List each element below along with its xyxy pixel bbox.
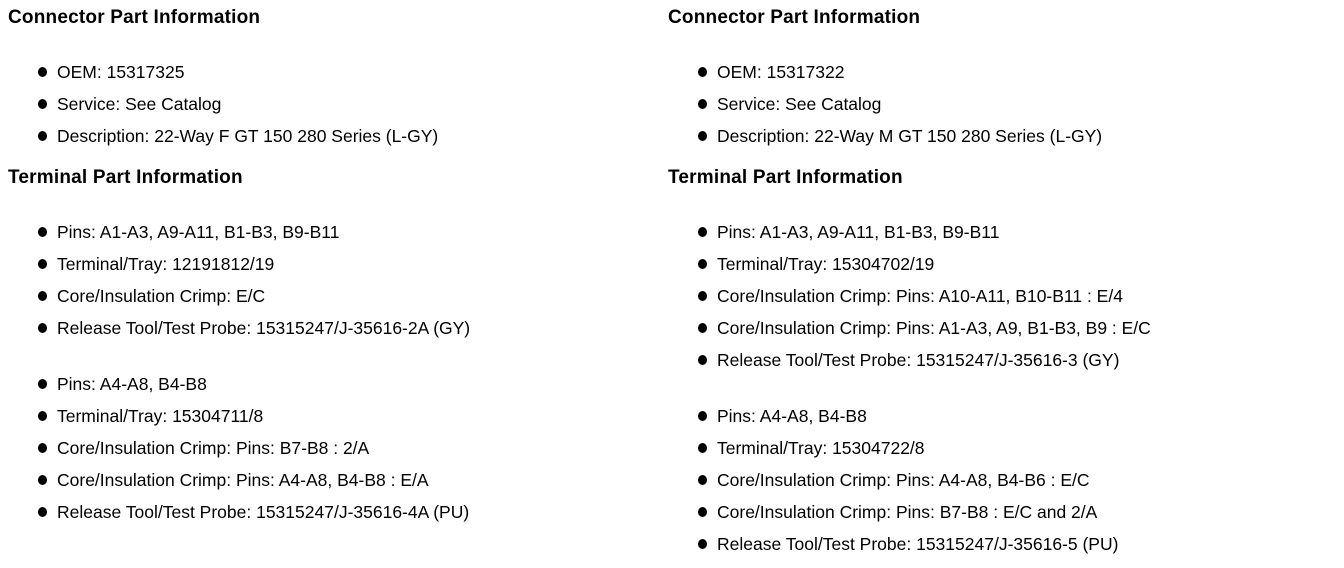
list-item: Service: See Catalog <box>668 88 1328 120</box>
column-left: Connector Part Information OEM: 15317325… <box>8 6 668 568</box>
list-item-text: Core/Insulation Crimp: Pins: A10-A11, B1… <box>717 286 1123 306</box>
bullet-icon <box>38 379 47 389</box>
list-item-text: Core/Insulation Crimp: Pins: A4-A8, B4-B… <box>717 470 1090 490</box>
list-item: OEM: 15317322 <box>668 56 1328 88</box>
list-item: Description: 22-Way M GT 150 280 Series … <box>668 120 1328 152</box>
list-item: Core/Insulation Crimp: Pins: B7-B8 : E/C… <box>668 496 1328 528</box>
bullet-icon <box>698 323 707 333</box>
list-item: OEM: 15317325 <box>8 56 668 88</box>
list-item-text: Core/Insulation Crimp: E/C <box>57 286 266 306</box>
terminal-group-1: Pins: A1-A3, A9-A11, B1-B3, B9-B11 Termi… <box>8 216 668 344</box>
bullet-icon <box>38 291 47 301</box>
list-item: Terminal/Tray: 15304711/8 <box>8 400 668 432</box>
list-item: Core/Insulation Crimp: Pins: A1-A3, A9, … <box>668 312 1328 344</box>
bullet-icon <box>38 131 47 141</box>
bullet-icon <box>38 99 47 109</box>
bullet-icon <box>698 507 707 517</box>
list-item: Pins: A1-A3, A9-A11, B1-B3, B9-B11 <box>8 216 668 248</box>
list-item: Pins: A4-A8, B4-B8 <box>668 400 1328 432</box>
bullet-icon <box>698 411 707 421</box>
list-item-text: Pins: A1-A3, A9-A11, B1-B3, B9-B11 <box>717 222 1000 242</box>
list-item-text: Description: 22-Way F GT 150 280 Series … <box>57 126 439 146</box>
list-item-text: Service: See Catalog <box>717 94 882 114</box>
list-item: Pins: A4-A8, B4-B8 <box>8 368 668 400</box>
bullet-icon <box>698 227 707 237</box>
bullet-icon <box>698 475 707 485</box>
terminal-group-2: Pins: A4-A8, B4-B8 Terminal/Tray: 153047… <box>668 400 1328 560</box>
list-item: Terminal/Tray: 12191812/19 <box>8 248 668 280</box>
connector-info-list: OEM: 15317325 Service: See Catalog Descr… <box>8 56 668 152</box>
list-item: Core/Insulation Crimp: Pins: A4-A8, B4-B… <box>8 464 668 496</box>
list-item: Service: See Catalog <box>8 88 668 120</box>
bullet-icon <box>38 443 47 453</box>
list-item: Release Tool/Test Probe: 15315247/J-3561… <box>668 528 1328 560</box>
list-item: Release Tool/Test Probe: 15315247/J-3561… <box>8 312 668 344</box>
list-item-text: Release Tool/Test Probe: 15315247/J-3561… <box>57 502 470 522</box>
bullet-icon <box>38 259 47 269</box>
bullet-icon <box>698 99 707 109</box>
bullet-icon <box>38 411 47 421</box>
terminal-part-heading: Terminal Part Information <box>668 167 903 188</box>
list-item-text: Pins: A4-A8, B4-B8 <box>57 374 207 394</box>
bullet-icon <box>38 323 47 333</box>
bullet-icon <box>698 539 707 549</box>
connector-part-heading: Connector Part Information <box>8 7 261 28</box>
terminal-group-1: Pins: A1-A3, A9-A11, B1-B3, B9-B11 Termi… <box>668 216 1328 376</box>
bullet-icon <box>698 355 707 365</box>
list-item-text: OEM: 15317322 <box>717 62 845 82</box>
list-item: Core/Insulation Crimp: Pins: B7-B8 : 2/A <box>8 432 668 464</box>
list-item-text: Terminal/Tray: 15304711/8 <box>57 406 264 426</box>
column-right: Connector Part Information OEM: 15317322… <box>668 6 1328 568</box>
bullet-icon <box>698 291 707 301</box>
bullet-icon <box>38 507 47 517</box>
list-item: Core/Insulation Crimp: Pins: A4-A8, B4-B… <box>668 464 1328 496</box>
list-item-text: Terminal/Tray: 15304722/8 <box>717 438 925 458</box>
bullet-icon <box>38 475 47 485</box>
list-item: Core/Insulation Crimp: Pins: A10-A11, B1… <box>668 280 1328 312</box>
list-item: Terminal/Tray: 15304722/8 <box>668 432 1328 464</box>
list-item-text: Pins: A4-A8, B4-B8 <box>717 406 867 426</box>
list-item-text: Core/Insulation Crimp: Pins: A1-A3, A9, … <box>717 318 1151 338</box>
list-item-text: Core/Insulation Crimp: Pins: A4-A8, B4-B… <box>57 470 429 490</box>
bullet-icon <box>38 227 47 237</box>
connector-info-list: OEM: 15317322 Service: See Catalog Descr… <box>668 56 1328 152</box>
list-item: Release Tool/Test Probe: 15315247/J-3561… <box>668 344 1328 376</box>
list-item: Pins: A1-A3, A9-A11, B1-B3, B9-B11 <box>668 216 1328 248</box>
list-item-text: Core/Insulation Crimp: Pins: B7-B8 : 2/A <box>57 438 370 458</box>
list-item-text: Terminal/Tray: 15304702/19 <box>717 254 935 274</box>
connector-part-heading: Connector Part Information <box>668 7 921 28</box>
list-item-text: Core/Insulation Crimp: Pins: B7-B8 : E/C… <box>717 502 1098 522</box>
list-item-text: Service: See Catalog <box>57 94 222 114</box>
list-item-text: Pins: A1-A3, A9-A11, B1-B3, B9-B11 <box>57 222 340 242</box>
bullet-icon <box>698 67 707 77</box>
list-item-text: OEM: 15317325 <box>57 62 185 82</box>
list-item-text: Release Tool/Test Probe: 15315247/J-3561… <box>57 318 471 338</box>
list-item: Description: 22-Way F GT 150 280 Series … <box>8 120 668 152</box>
list-item: Core/Insulation Crimp: E/C <box>8 280 668 312</box>
list-item: Terminal/Tray: 15304702/19 <box>668 248 1328 280</box>
terminal-part-heading: Terminal Part Information <box>8 167 243 188</box>
bullet-icon <box>698 259 707 269</box>
list-item-text: Release Tool/Test Probe: 15315247/J-3561… <box>717 534 1119 554</box>
list-item-text: Terminal/Tray: 12191812/19 <box>57 254 275 274</box>
list-item-text: Description: 22-Way M GT 150 280 Series … <box>717 126 1103 146</box>
terminal-group-2: Pins: A4-A8, B4-B8 Terminal/Tray: 153047… <box>8 368 668 528</box>
list-item: Release Tool/Test Probe: 15315247/J-3561… <box>8 496 668 528</box>
bullet-icon <box>698 443 707 453</box>
bullet-icon <box>38 67 47 77</box>
list-item-text: Release Tool/Test Probe: 15315247/J-3561… <box>717 350 1120 370</box>
bullet-icon <box>698 131 707 141</box>
